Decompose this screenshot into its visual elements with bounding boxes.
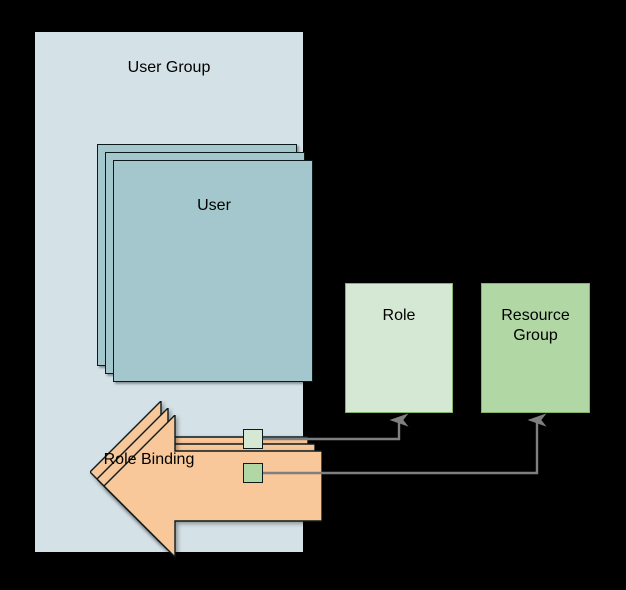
- user-card-front[interactable]: User: [113, 160, 313, 382]
- user-group-container[interactable]: User Group User: [35, 32, 322, 557]
- arrow-shape: [104, 415, 322, 557]
- resource-group-box-label: Resource Group: [501, 307, 570, 344]
- role-binding-role-port[interactable]: [243, 429, 263, 449]
- role-box-label: Role: [382, 307, 416, 324]
- role-binding-resource-group-port[interactable]: [243, 463, 263, 483]
- resource-group-box[interactable]: Resource Group: [481, 283, 590, 413]
- role-binding-arrow-front[interactable]: [104, 415, 322, 557]
- user-card-stack: User: [97, 144, 313, 382]
- role-binding-stack: [90, 401, 322, 557]
- user-card-label: User: [197, 197, 231, 214]
- role-box[interactable]: Role: [345, 283, 453, 413]
- user-group-title: User Group: [127, 59, 211, 76]
- role-binding-label: Role Binding: [103, 451, 195, 468]
